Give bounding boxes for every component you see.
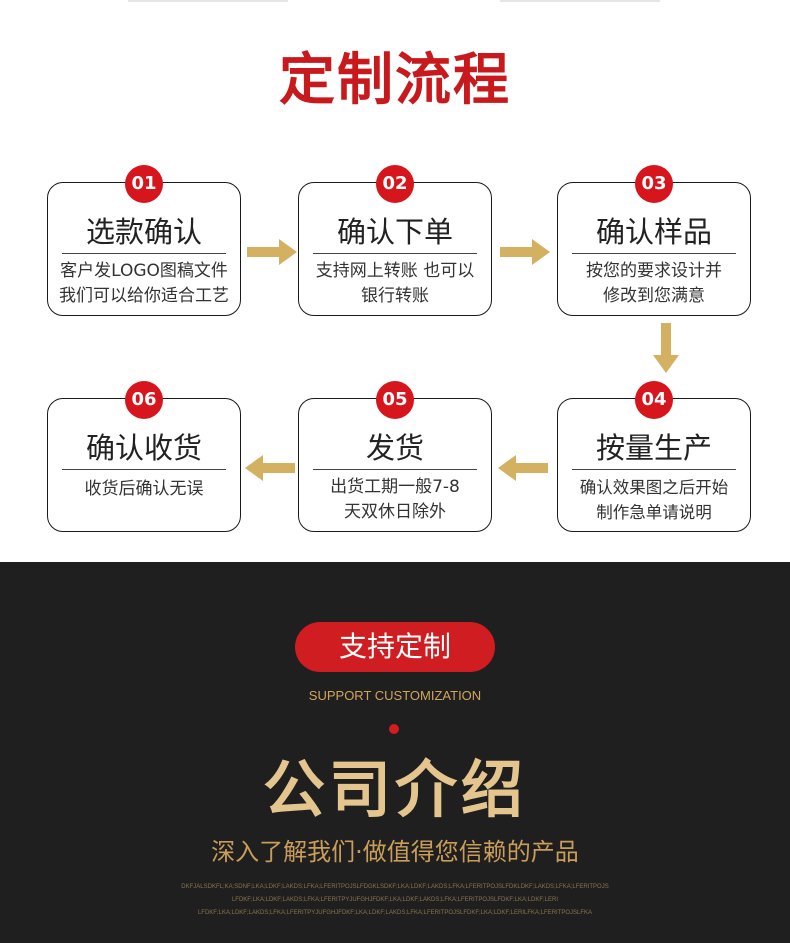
decorative-dot: [389, 724, 399, 734]
step-number-badge: 04: [635, 381, 673, 419]
step-description: 按您的要求设计并 修改到您满意: [586, 261, 722, 306]
step-description: 客户发LOGO图稿文件 我们可以给你适合工艺: [59, 261, 229, 306]
step-title: 选款确认: [85, 215, 202, 249]
step-title: 按量生产: [595, 431, 712, 465]
step-number-badge: 05: [376, 381, 414, 419]
step-number-badge: 01: [125, 165, 163, 203]
arrow-right-icon: [247, 239, 297, 265]
step-description: 收货后确认无误: [84, 479, 204, 499]
process-title: 定制流程: [279, 47, 511, 113]
company-title: 公司介绍: [262, 753, 527, 826]
customization-badge: 支持定制: [295, 622, 495, 672]
filler-text-line: LFDKF;LKA;LDKF;LAKDS;LFKA;LFERITPYJUFGHJ…: [197, 910, 593, 916]
company-intro-section: 支持定制 SUPPORT CUSTOMIZATION 公司介绍 深入了解我们·做…: [0, 562, 790, 943]
step-number-badge: 02: [376, 165, 414, 203]
step-divider: [313, 253, 477, 254]
step-divider: [572, 253, 736, 254]
step-number-badge: 03: [635, 165, 673, 203]
arrow-down-icon: [653, 323, 679, 373]
step-divider: [313, 469, 477, 470]
step-card-04: 04 按量生产 确认效果图之后开始 制作急单请说明: [557, 381, 751, 532]
step-card-06: 06 确认收货 收货后确认无误: [47, 381, 241, 532]
step-number-badge: 06: [125, 381, 163, 419]
support-subtitle: SUPPORT CUSTOMIZATION: [308, 688, 482, 703]
top-divider-right: [500, 0, 660, 2]
step-description: 确认效果图之后开始 制作急单请说明: [579, 478, 729, 522]
arrow-right-icon: [500, 239, 550, 265]
company-tagline: 深入了解我们·做值得您信赖的产品: [211, 838, 579, 866]
step-title: 确认样品: [595, 215, 712, 249]
step-card-03: 03 确认样品 按您的要求设计并 修改到您满意: [557, 165, 751, 316]
step-title: 确认收货: [85, 431, 202, 465]
arrow-left-icon: [245, 455, 295, 481]
filler-text-line: LFDKF;LKA;LDKF;LAKDS;LFKA;LFERITPYJUFGHJ…: [231, 897, 559, 903]
step-card-05: 05 发货 出货工期一般7-8 天双休日除外: [298, 381, 492, 532]
step-description: 出货工期一般7-8 天双休日除外: [330, 477, 460, 522]
step-divider: [572, 469, 736, 470]
step-title: 发货: [365, 431, 424, 465]
step-card-01: 01 选款确认 客户发LOGO图稿文件 我们可以给你适合工艺: [47, 165, 241, 316]
filler-text-line: DKFJALSDKFL;KA;SDNF;LKA;LDKF;LAKDS;LFKA;…: [181, 884, 609, 890]
step-title: 确认下单: [336, 215, 453, 249]
top-divider-left: [128, 0, 288, 2]
step-card-02: 02 确认下单 支持网上转账 也可以 银行转账: [298, 165, 492, 316]
step-divider: [62, 469, 226, 470]
custom-process-section: 定制流程 01 选款确认 客户发LOGO图稿文件 我们可以给你适合工艺 02 确…: [47, 0, 751, 532]
arrow-left-icon: [498, 455, 548, 481]
step-description: 支持网上转账 也可以 银行转账: [315, 261, 475, 306]
step-divider: [62, 253, 226, 254]
